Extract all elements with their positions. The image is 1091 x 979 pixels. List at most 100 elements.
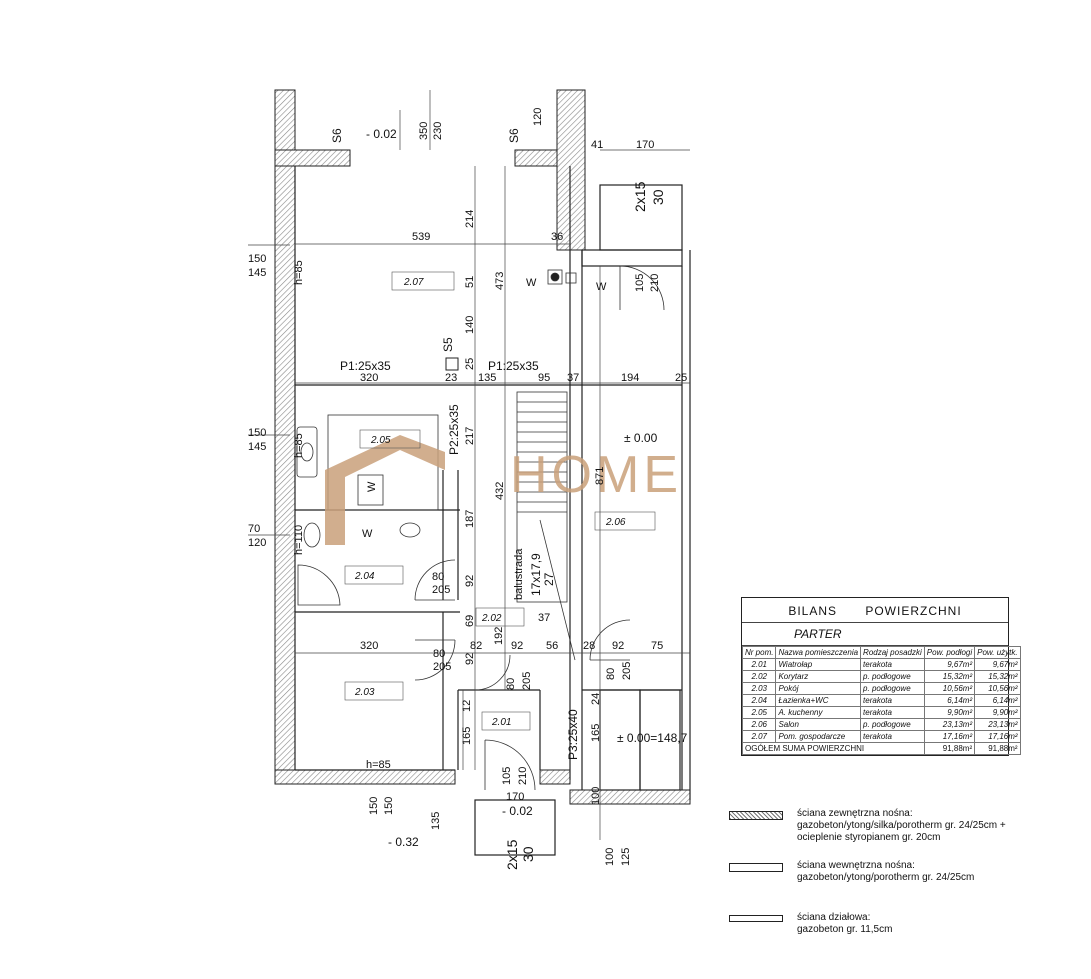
dim-100-bottom: 100 xyxy=(604,848,616,866)
dim-871: 871 xyxy=(594,467,606,485)
cell-floor: p. podłogowe xyxy=(860,682,925,695)
level-entrance: - 0.02 xyxy=(502,804,533,818)
door-swings xyxy=(414,265,665,791)
partition-wall-symbol xyxy=(729,915,783,922)
cell-floor: terakota xyxy=(860,706,925,719)
cell-nr: 2.05 xyxy=(741,706,777,719)
furniture xyxy=(296,269,577,606)
dim-92-vertical: 92 xyxy=(464,575,476,587)
dim-135: 135 xyxy=(478,372,496,384)
room-label-2-02: 2.02 xyxy=(481,613,502,624)
cell-floor: p. podłogowe xyxy=(860,670,925,683)
level-top: - 0.02 xyxy=(366,127,397,141)
title-powierzchni: POWIERZCHNI xyxy=(865,604,962,618)
steps-top-depth: 30 xyxy=(650,189,666,205)
dimension-lines xyxy=(248,90,690,840)
cell-name: Pokój xyxy=(775,682,862,695)
interior-wall-symbol xyxy=(729,863,783,872)
col-name: Nazwa pomieszczenia xyxy=(775,646,862,659)
legend-item-partition-wall: ściana działowa: gazobeton gr. 11,5cm xyxy=(729,912,1049,964)
dim-82: 82 xyxy=(470,640,482,652)
dim-92-right: 92 xyxy=(612,640,624,652)
ventilation-w-2: W xyxy=(596,281,607,293)
level-ground-landing: ± 0.00=148,7 xyxy=(617,731,688,745)
dim-473: 473 xyxy=(494,272,506,290)
dim-170-bottom: 170 xyxy=(506,791,524,803)
dim-165-left: 165 xyxy=(461,727,473,745)
dim-56: 56 xyxy=(546,640,558,652)
dim-80-hall: 80 xyxy=(505,678,517,690)
legend-line: gazobeton/ytong/silka/porotherm gr. 24/2… xyxy=(797,820,1006,831)
stair-steps: 17x17,9 xyxy=(529,553,543,596)
room-label-2-06: 2.07 xyxy=(403,277,424,288)
dim-25-right: 25 xyxy=(675,372,687,384)
cell-name: A. kuchenny xyxy=(775,706,862,719)
dim-80-store: 80 xyxy=(605,668,617,680)
dim-150-c: 150 xyxy=(368,797,380,815)
dim-92-lower: 92 xyxy=(464,653,476,665)
cell-usable: 15,32m² xyxy=(974,670,1021,683)
cell-floor: terakota xyxy=(860,694,925,707)
beam-p3: P3:25x40 xyxy=(566,709,580,760)
dim-205-store: 205 xyxy=(621,662,633,680)
dim-69: 69 xyxy=(464,615,476,627)
room-label-2-05: 2.05 xyxy=(370,435,391,446)
column-s5: S5 xyxy=(441,337,455,352)
cell-usable: 6,14m² xyxy=(974,694,1021,707)
dim-145-b: 145 xyxy=(248,441,266,453)
dim-51: 51 xyxy=(464,276,476,288)
dim-25-left: 25 xyxy=(464,358,476,370)
dim-h85-room: h=85 xyxy=(366,759,391,771)
dim-165-right: 165 xyxy=(590,724,602,742)
area-summary-table: BILANS POWIERZCHNI PARTER Nr pom. Nazwa … xyxy=(741,597,1021,756)
dim-h110: h=110 xyxy=(293,525,305,555)
cell-area: 23,13m² xyxy=(923,718,976,731)
level-ground: ± 0.00 xyxy=(624,431,658,445)
dim-217: 217 xyxy=(464,427,476,445)
cell-name: Salon xyxy=(775,718,862,731)
cell-area: 6,14m² xyxy=(923,694,976,707)
dim-539: 539 xyxy=(412,231,430,243)
cell-nr: 2.06 xyxy=(741,718,777,731)
dim-28: 28 xyxy=(583,640,595,652)
dim-205-bath: 205 xyxy=(432,584,450,596)
home-broker-watermark: HOME xyxy=(325,435,678,545)
beam-p2: P2:25x35 xyxy=(447,404,461,455)
cell-area: 15,32m² xyxy=(923,670,976,683)
dim-h85-salon: h=85 xyxy=(293,260,305,285)
steps-bottom-depth: 30 xyxy=(520,846,536,862)
stair-count: 27 xyxy=(542,572,556,586)
dim-320-bottom: 320 xyxy=(360,640,378,652)
cell-name: Korytarz xyxy=(775,670,862,683)
dim-36: 36 xyxy=(551,231,563,243)
cell-usable: 9,90m² xyxy=(974,706,1021,719)
area-table: Nr pom. Nazwa pomieszczenia Rodzaj posad… xyxy=(741,646,1021,755)
ventilation-w-3: W xyxy=(362,528,373,540)
house-logo-icon xyxy=(325,435,445,545)
legend-title: ściana wewnętrzna nośna: xyxy=(797,860,915,871)
dim-37-mid: 37 xyxy=(538,612,550,624)
cell-floor: terakota xyxy=(860,658,925,671)
cell-area: 10,56m² xyxy=(923,682,976,695)
wall-legend: ściana zewnętrzna nośna: gazobeton/ytong… xyxy=(729,808,1049,964)
dim-24: 24 xyxy=(590,693,602,705)
dim-120-left: 120 xyxy=(248,537,266,549)
cell-nr: 2.01 xyxy=(741,658,777,671)
dim-214: 214 xyxy=(464,210,476,228)
dim-75: 75 xyxy=(651,640,663,652)
cell-floor: p. podłogowe xyxy=(860,718,925,731)
total-usable: 91,88m² xyxy=(974,742,1021,755)
cell-floor: terakota xyxy=(860,730,925,743)
col-floor: Rodzaj posadzki xyxy=(860,646,925,659)
area-summary-title: BILANS POWIERZCHNI xyxy=(742,598,1008,623)
legend-item-interior-wall: ściana wewnętrzna nośna: gazobeton/ytong… xyxy=(729,860,1049,912)
exterior-wall-symbol xyxy=(729,811,783,820)
cell-name: Pom. gospodarcze xyxy=(775,730,862,743)
interior-walls xyxy=(294,166,691,856)
dim-170-top: 170 xyxy=(636,139,654,151)
